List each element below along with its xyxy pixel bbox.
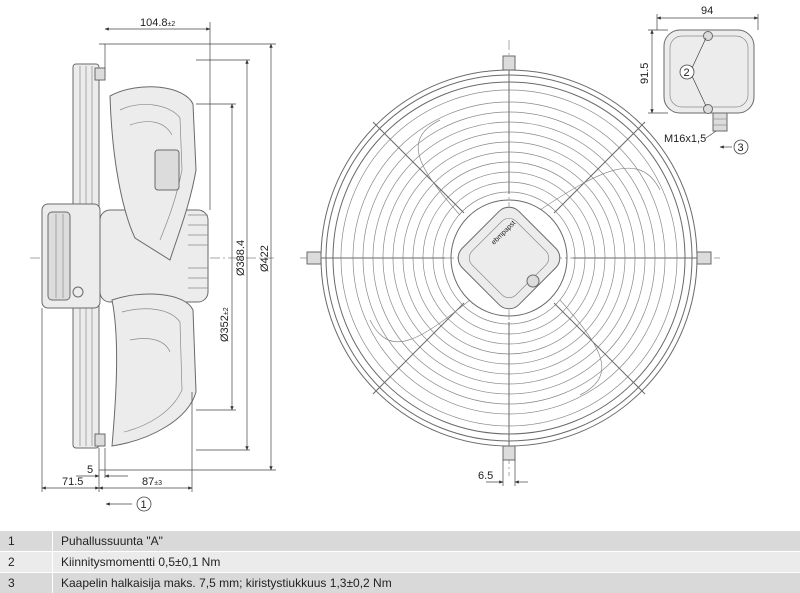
terminal-box-body [664, 30, 754, 113]
dim-d422: Ø422 [259, 245, 271, 272]
legend-row: 3 Kaapelin halkaisija maks. 7,5 mm; kiri… [0, 573, 800, 593]
technical-drawing: 104.8±2 Ø388.4 Ø422 Ø352±2 5 71.5 87±3 1 [0, 0, 800, 520]
dim-d352: Ø352 [219, 315, 231, 342]
legend-num: 1 [0, 531, 53, 552]
legend-table: 1 Puhallussuunta "A" 2 Kiinnitysmomentti… [0, 530, 800, 593]
legend-num: 3 [0, 573, 53, 593]
legend-text: Kiinnitysmomentti 0,5±0,1 Nm [53, 552, 800, 573]
terminal-box-detail: 94 91.5 2 M16x1,5 3 [639, 5, 758, 154]
dim-91-5: 91.5 [639, 63, 651, 84]
terminal-screw-bottom [704, 105, 713, 114]
callout-3: 3 [738, 142, 744, 154]
dim-104-8-tol: ±2 [168, 21, 176, 28]
dim-d352-tol: ±2 [223, 307, 230, 315]
dim-d388: Ø388.4 [235, 240, 247, 276]
callout-1: 1 [141, 499, 147, 511]
front-view: ebmpapst 6.5 [300, 40, 720, 486]
dim-6-5: 6.5 [478, 470, 493, 482]
legend-row: 2 Kiinnitysmomentti 0,5±0,1 Nm [0, 552, 800, 573]
legend-row: 1 Puhallussuunta "A" [0, 531, 800, 552]
dim-94: 94 [701, 5, 713, 17]
dim-87: 87 [142, 476, 154, 488]
legend-text: Puhallussuunta "A" [53, 531, 800, 552]
dim-71-5: 71.5 [62, 476, 83, 488]
svg-text:87±3: 87±3 [142, 476, 162, 488]
side-blade-lower [112, 294, 196, 446]
legend-text: Kaapelin halkaisija maks. 7,5 mm; kirist… [53, 573, 800, 593]
legend-num: 2 [0, 552, 53, 573]
svg-text:Ø352±2: Ø352±2 [219, 307, 231, 342]
dim-5: 5 [87, 464, 93, 476]
dim-104-8: 104.8 [140, 17, 168, 29]
cable-gland [713, 113, 727, 131]
dim-87-tol: ±3 [154, 480, 162, 487]
side-view: 104.8±2 Ø388.4 Ø422 Ø352±2 5 71.5 87±3 1 [30, 17, 276, 511]
svg-text:104.8±2: 104.8±2 [140, 17, 175, 29]
callout-2: 2 [684, 67, 690, 79]
terminal-screw-top [704, 32, 713, 41]
thread-label: M16x1,5 [664, 133, 706, 145]
